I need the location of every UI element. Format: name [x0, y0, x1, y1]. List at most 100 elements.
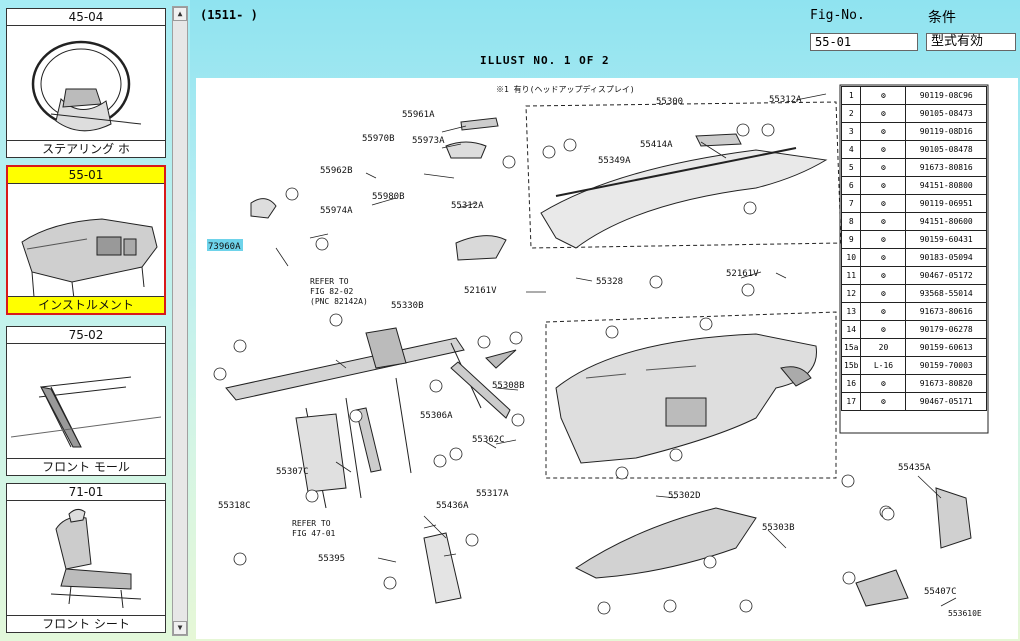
scroll-down-arrow-icon[interactable]: ▼: [173, 621, 187, 635]
legend-row: 17⚙90467-05171: [840, 392, 987, 411]
fastener-icon: ⚙: [860, 374, 907, 393]
fastener-icon: ⚙: [860, 284, 907, 303]
thumbnail-front-seat[interactable]: 71-01 フロント シート: [6, 483, 166, 633]
legend-part-number[interactable]: 90159-70003: [905, 356, 987, 375]
thumbnail-scrollbar[interactable]: ▲ ▼: [172, 6, 188, 636]
thumbnail-code: 55-01: [8, 167, 164, 184]
legend-number: 17: [840, 392, 862, 411]
legend-number: 9: [840, 230, 862, 249]
model-date-range: (1511- ): [200, 8, 258, 22]
instrument-panel-drawing: [21, 218, 158, 299]
legend-row: 16⚙91673-80820: [840, 374, 987, 393]
legend-part-number[interactable]: 90467-05172: [905, 266, 987, 285]
part-label: 55307C: [276, 467, 309, 477]
fig-no-label: Fig-No.: [810, 8, 865, 23]
legend-part-number[interactable]: 90159-60431: [905, 230, 987, 249]
condition-label: 条件: [928, 10, 956, 26]
thumbnail-instrument-panel[interactable]: 55-01 インストルメント: [6, 165, 166, 315]
legend-row: 12⚙93568-55014: [840, 284, 987, 303]
legend-part-number[interactable]: 91673-80816: [905, 158, 987, 177]
legend-row: 3⚙90119-08D16: [840, 122, 987, 141]
part-label: 55306A: [420, 411, 453, 421]
legend-part-number[interactable]: 91673-80616: [905, 302, 987, 321]
legend-row: 6⚙94151-80800: [840, 176, 987, 195]
part-label: 52161V: [726, 269, 759, 279]
illustration-code: 553610E: [948, 609, 982, 618]
part-label: 55303B: [762, 523, 795, 533]
condition-field[interactable]: 型式有効: [926, 33, 1016, 51]
legend-part-number[interactable]: 90467-05171: [905, 392, 987, 411]
part-label: FIG 82-02: [310, 287, 354, 296]
fastener-icon: ⚙: [860, 248, 907, 267]
legend-row: 2⚙90105-08473: [840, 104, 987, 123]
fastener-icon: ⚙: [860, 140, 907, 159]
part-label: 55414A: [640, 140, 673, 150]
part-label: 55980B: [372, 192, 405, 202]
fastener-icon: ⚙: [860, 230, 907, 249]
legend-row: 7⚙90119-06951: [840, 194, 987, 213]
legend-number: 1: [840, 86, 862, 105]
fastener-icon: ⚙: [860, 266, 907, 285]
legend-number: 14: [840, 320, 862, 339]
part-label: REFER TO: [310, 277, 349, 286]
legend-number: 16: [840, 374, 862, 393]
legend-part-number[interactable]: 90179-06278: [905, 320, 987, 339]
fastener-icon: ⚙: [860, 194, 907, 213]
legend-row: 1⚙90119-08C96: [840, 86, 987, 105]
part-label: 55330B: [391, 301, 424, 311]
highlighted-part-label[interactable]: 73960A: [208, 242, 241, 252]
part-label: 55300: [656, 97, 683, 107]
parts-diagram: ※1 有り(ヘッドアップディスプレイ) 55300: [196, 78, 1018, 639]
legend-row: 5⚙91673-80816: [840, 158, 987, 177]
legend-row: 10⚙90183-05094: [840, 248, 987, 267]
part-label: 55962B: [320, 166, 353, 176]
thumbnail-name: ステアリング ホ: [7, 140, 165, 157]
part-label: (PNC 82142A): [310, 297, 368, 306]
fig-no-field[interactable]: 55-01: [810, 33, 918, 51]
fastener-icon: ⚙: [860, 86, 907, 105]
legend-part-number[interactable]: 90183-05094: [905, 248, 987, 267]
legend-number: 15b: [840, 356, 862, 375]
legend-part-number[interactable]: 90119-08D16: [905, 122, 987, 141]
part-label: 55970B: [362, 134, 395, 144]
legend-part-number[interactable]: 90105-08473: [905, 104, 987, 123]
fastener-icon: L-16: [860, 356, 907, 375]
legend-row: 9⚙90159-60431: [840, 230, 987, 249]
fastener-icon: ⚙: [860, 302, 907, 321]
legend-number: 8: [840, 212, 862, 231]
legend-number: 3: [840, 122, 862, 141]
legend-number: 13: [840, 302, 862, 321]
part-label: 55362C: [472, 435, 505, 445]
thumbnail-steering[interactable]: 45-04 ステアリング ホ: [6, 8, 166, 158]
legend-part-number[interactable]: 90105-08478: [905, 140, 987, 159]
legend-number: 6: [840, 176, 862, 195]
part-label: 55435A: [898, 463, 931, 473]
legend-part-number[interactable]: 94151-80800: [905, 176, 987, 195]
diagram-note: ※1 有り(ヘッドアップディスプレイ): [496, 84, 635, 94]
part-label: 55349A: [598, 156, 631, 166]
legend-part-number[interactable]: 90119-08C96: [905, 86, 987, 105]
legend-row: 8⚙94151-80600: [840, 212, 987, 231]
legend-part-number[interactable]: 90119-06951: [905, 194, 987, 213]
part-label: 55974A: [320, 206, 353, 216]
scroll-up-arrow-icon[interactable]: ▲: [173, 7, 187, 21]
legend-row: 11⚙90467-05172: [840, 266, 987, 285]
part-label: 55302D: [668, 491, 701, 501]
legend-number: 2: [840, 104, 862, 123]
part-label: 55395: [318, 554, 345, 564]
thumbnail-front-molding[interactable]: 75-02 フロント モール: [6, 326, 166, 476]
part-label: 55308B: [492, 381, 525, 391]
legend-part-number[interactable]: 90159-60613: [905, 338, 987, 357]
part-label: 55436A: [436, 501, 469, 511]
part-label: 55318C: [218, 501, 251, 511]
part-label: 55973A: [412, 136, 445, 146]
front-molding-drawing: [11, 376, 161, 448]
part-label: 55312A: [769, 95, 802, 105]
legend-part-number[interactable]: 94151-80600: [905, 212, 987, 231]
fastener-icon: ⚙: [860, 176, 907, 195]
legend-part-number[interactable]: 93568-55014: [905, 284, 987, 303]
legend-number: 10: [840, 248, 862, 267]
legend-part-number[interactable]: 91673-80820: [905, 374, 987, 393]
